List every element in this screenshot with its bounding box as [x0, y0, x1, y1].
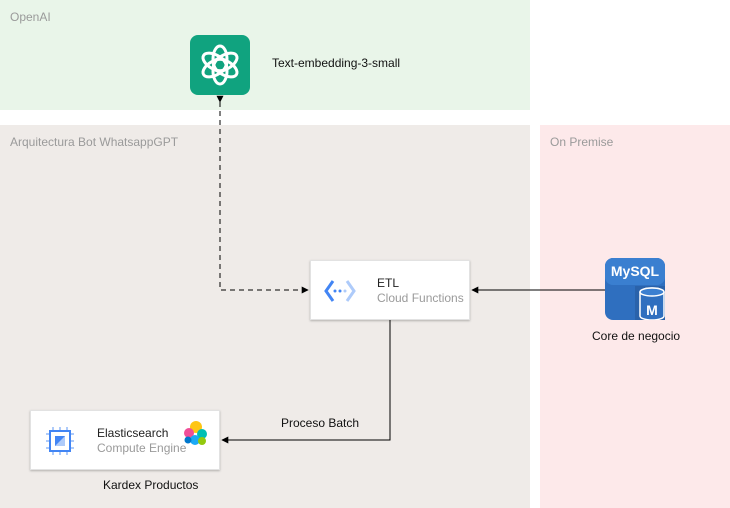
architecture-zone-label: Arquitectura Bot WhatsappGPT: [10, 135, 179, 149]
elasticsearch-title: Elasticsearch: [97, 426, 169, 440]
etl-title: ETL: [377, 276, 400, 290]
openai-logo-icon: [190, 35, 250, 95]
openai-etl-dashed-connector: [216, 95, 309, 294]
mysql-caption: Core de negocio: [592, 329, 681, 343]
etl-elasticsearch-connector: [221, 320, 391, 444]
batch-process-label: Proceso Batch: [281, 416, 360, 430]
openai-zone-label: OpenAI: [10, 10, 51, 24]
compute-engine-icon: [46, 427, 74, 455]
mysql-logo-text: MySQL: [611, 263, 660, 279]
mysql-database-icon: MySQL M: [605, 258, 665, 321]
elasticsearch-subtitle: Compute Engine: [97, 441, 187, 455]
mysql-badge: M: [646, 302, 658, 318]
openai-model-label: Text-embedding-3-small: [272, 56, 401, 70]
openai-node[interactable]: [190, 35, 250, 95]
etl-node[interactable]: ETL Cloud Functions: [310, 260, 470, 320]
elasticsearch-node[interactable]: Elasticsearch Compute Engine: [30, 410, 220, 470]
etl-subtitle: Cloud Functions: [377, 291, 464, 305]
elasticsearch-caption: Kardex Productos: [103, 478, 199, 492]
openai-zone: OpenAI: [0, 0, 530, 110]
mysql-node[interactable]: MySQL M: [605, 258, 667, 321]
cloud-functions-icon: [324, 280, 356, 302]
elastic-logo-icon: [184, 421, 207, 445]
on-premise-zone-label: On Premise: [550, 135, 614, 149]
